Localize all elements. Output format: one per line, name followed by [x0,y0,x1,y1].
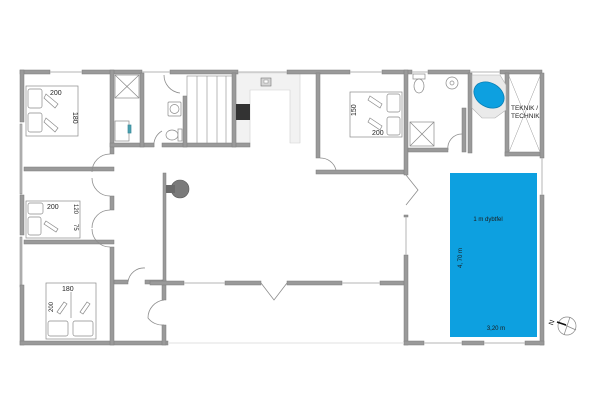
bed-bedroom-1: 200 180 [25,85,79,137]
kitchen-fixtures [236,77,272,120]
technik-label-line2: TECHNIK [511,113,540,120]
bed-width-label: 180 [62,286,74,293]
compass-icon: N [548,316,577,336]
bed-bedroom-3: 200 120 75 [25,200,81,239]
windows [50,71,543,344]
doors [91,74,463,326]
bathroom-1-fixtures [114,74,183,142]
bed-length-label: 200 [47,204,59,211]
pool-width-label: 3,20 m [487,326,505,332]
bed-length-label: 200 [372,130,384,137]
technical-room: TEKNIK / TECHNIK [508,75,541,153]
fireplace [166,179,190,199]
north-label: N [548,319,556,326]
bathroom-2-fixtures [409,73,459,147]
pool-depth-label: 1 m dybtfel [473,217,502,223]
bed-width-bottom-label: 75 [72,224,78,231]
toilet-tank [412,73,426,80]
bed-bedroom-2: 150 200 [349,91,403,138]
tap-icon [127,124,132,134]
bed-length-label: 200 [50,90,62,97]
staircase [186,75,233,144]
spa-tub [471,74,507,119]
swimming-pool: 1 m dybtfel 4, 70 m 3,20 m [450,173,537,337]
bed-bedroom-4: 180 200 [45,282,97,340]
pool-length-label: 4, 70 m [458,248,464,268]
sink-cabinet [114,120,130,142]
toilet [165,129,179,141]
technik-label-line1: TEKNIK / [511,105,538,112]
stove [236,104,250,120]
bed-width-top-label: 120 [72,204,78,215]
toilet [413,78,425,94]
bed-length-label: 200 [49,301,55,312]
bed-width-label: 150 [351,104,358,116]
bed-width-label: 180 [71,112,78,124]
